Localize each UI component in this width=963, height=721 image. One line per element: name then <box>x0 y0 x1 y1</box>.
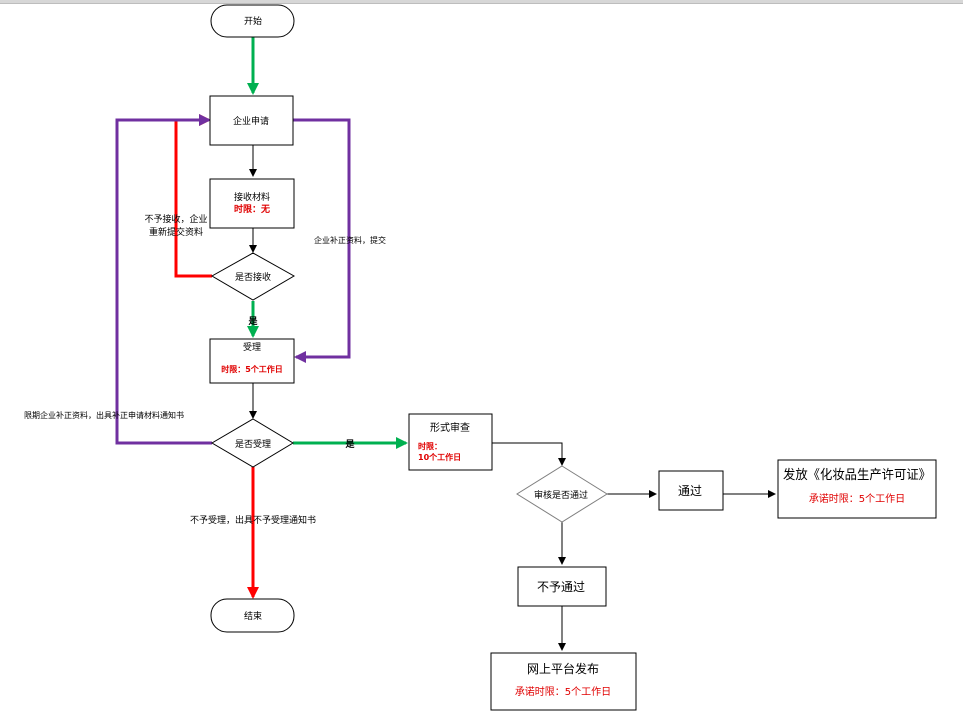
label-reject-receive-2: 重新提交资料 <box>149 226 203 238</box>
node-decision-receive-label: 是否接收 <box>235 271 271 283</box>
node-decision-receive: 是否接收 <box>210 252 296 301</box>
node-receive-title: 接收材料 <box>234 191 270 203</box>
node-accept-title: 受理 <box>243 341 261 353</box>
node-issue-title: 发放《化妆品生产许可证》 <box>783 467 931 483</box>
node-publish-limit: 承诺时限：5个工作日 <box>515 686 611 698</box>
label-reject-accept: 不予受理，出具不予受理通知书 <box>190 514 316 526</box>
node-start-label: 开始 <box>244 15 262 27</box>
label-supplement-submit: 企业补正资料，提交 <box>314 235 386 245</box>
node-apply: 企业申请 <box>209 95 294 146</box>
label-yes-accept: 是 <box>344 439 355 450</box>
node-formal-review-title: 形式审查 <box>430 421 470 434</box>
node-receive: 接收材料 时限：无 <box>209 178 295 229</box>
node-issue-limit: 承诺时限：5个工作日 <box>809 493 905 505</box>
node-formal-review: 形式审查 时限： 10个工作日 <box>408 413 493 471</box>
edge-reject-receive <box>174 114 212 278</box>
node-decision-review: 审核是否通过 <box>516 465 608 523</box>
node-apply-label: 企业申请 <box>233 115 269 127</box>
label-yes-receive: 是 <box>247 316 258 327</box>
node-start: 开始 <box>210 4 295 38</box>
edge-review-decision <box>492 442 566 466</box>
node-issue: 发放《化妆品生产许可证》 承诺时限：5个工作日 <box>777 459 937 519</box>
node-fail-label: 不予通过 <box>537 580 585 594</box>
node-decision-review-label: 审核是否通过 <box>534 489 588 501</box>
node-pass: 通过 <box>658 470 724 511</box>
node-end-label: 结束 <box>244 610 262 622</box>
node-receive-limit: 时限：无 <box>234 203 270 215</box>
edge-limit-supplement <box>115 114 212 445</box>
node-formal-review-limit-1: 时限： <box>418 441 442 451</box>
edge-supplement-submit <box>292 118 351 363</box>
label-reject-receive-1: 不予接收，企业 <box>144 213 207 225</box>
node-formal-review-limit-2: 10个工作日 <box>418 452 461 462</box>
label-limit-supplement: 限期企业补正资料，出具补正申请材料通知书 <box>24 410 184 420</box>
node-publish: 网上平台发布 承诺时限：5个工作日 <box>490 652 637 711</box>
window-top-border <box>0 0 963 4</box>
node-accept: 受理 时限：5个工作日 <box>209 338 295 384</box>
node-fail: 不予通过 <box>517 566 607 607</box>
node-decision-accept-label: 是否受理 <box>235 438 271 450</box>
node-decision-accept: 是否受理 <box>211 418 294 468</box>
node-accept-limit: 时限：5个工作日 <box>221 364 283 374</box>
node-publish-title: 网上平台发布 <box>527 661 599 676</box>
node-end: 结束 <box>210 598 295 633</box>
node-pass-label: 通过 <box>678 484 702 498</box>
